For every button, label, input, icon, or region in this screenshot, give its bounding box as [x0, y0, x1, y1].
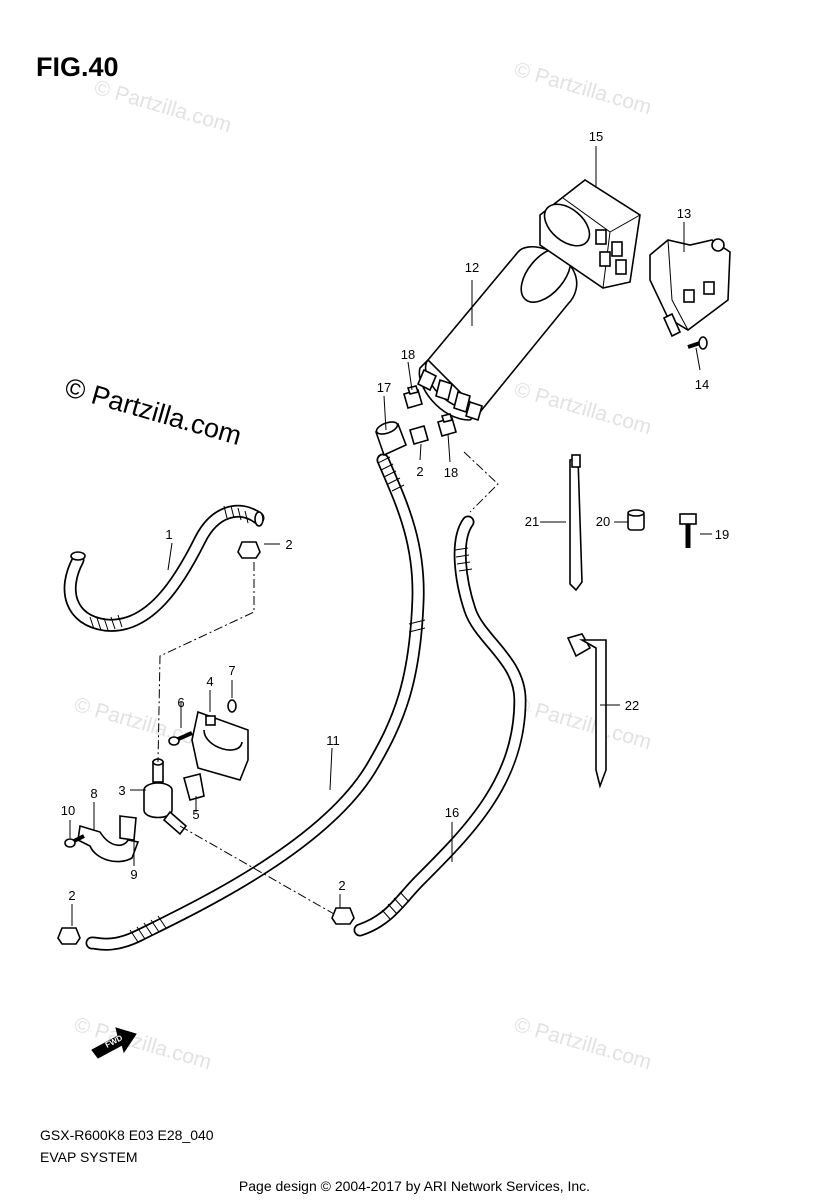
canister-cover-15[interactable]	[537, 179, 641, 289]
part-label-4: 4	[206, 674, 213, 689]
part-label-11: 11	[326, 733, 340, 748]
part-label-17: 17	[377, 380, 391, 395]
part-label-16: 16	[445, 805, 459, 820]
valve-3[interactable]	[143, 758, 188, 836]
part-label-7: 7	[228, 663, 235, 678]
hose-17[interactable]	[374, 420, 408, 457]
figure-title: FIG.40	[36, 52, 119, 82]
part-label-6: 6	[177, 695, 184, 710]
part-label-14: 14	[695, 377, 709, 392]
part-label-20: 20	[596, 514, 610, 529]
strap-21[interactable]	[569, 454, 583, 592]
part-label-5: 5	[192, 807, 199, 822]
part-label-1: 1	[165, 527, 172, 542]
bolt-10[interactable]	[64, 834, 85, 848]
clip-5[interactable]	[183, 773, 205, 801]
part-label-2: 2	[416, 464, 423, 479]
part-label-10: 10	[61, 803, 75, 818]
clamp-2-hose-1[interactable]	[237, 541, 261, 559]
band-22[interactable]	[566, 633, 607, 789]
part-label-2: 2	[285, 537, 292, 552]
clamp-2-canister[interactable]	[409, 425, 429, 445]
part-label-3: 3	[118, 783, 125, 798]
clamp-18-upper[interactable]	[403, 385, 423, 409]
part-label-2: 2	[338, 878, 345, 893]
model-code: GSX-R600K8 E03 E28_040	[40, 1127, 214, 1143]
hose-1[interactable]	[63, 504, 265, 632]
clamp-18-lower[interactable]	[437, 413, 457, 437]
hose-16[interactable]	[353, 515, 527, 937]
part-label-9: 9	[130, 867, 137, 882]
canister-12[interactable]	[416, 239, 580, 422]
part-label-18: 18	[401, 347, 415, 362]
part-label-13: 13	[677, 206, 691, 221]
bracket-13[interactable]	[649, 238, 731, 338]
part-label-12: 12	[465, 260, 479, 275]
clamp-2-lower-left[interactable]	[57, 927, 81, 945]
part-label-18: 18	[444, 465, 458, 480]
hose-11[interactable]	[85, 453, 426, 951]
bolt-14[interactable]	[687, 336, 708, 350]
part-label-22: 22	[625, 698, 639, 713]
page-footer: Page design © 2004-2017 by ARI Network S…	[238, 1178, 591, 1194]
bolt-6[interactable]	[168, 731, 193, 746]
system-name: EVAP SYSTEM	[40, 1149, 138, 1165]
bracket-8[interactable]	[77, 824, 140, 863]
part-label-19: 19	[715, 527, 729, 542]
fwd-arrow-icon	[91, 1027, 137, 1059]
bracket-4[interactable]	[191, 710, 249, 781]
part-label-15: 15	[589, 129, 603, 144]
clip-9[interactable]	[119, 815, 137, 841]
clamp-2-middle[interactable]	[331, 907, 355, 925]
part-label-8: 8	[90, 786, 97, 801]
bolt-19[interactable]	[679, 513, 697, 548]
part-label-21: 21	[525, 514, 539, 529]
washer-7[interactable]	[227, 699, 237, 713]
part-label-2: 2	[68, 888, 75, 903]
cushion-20[interactable]	[627, 509, 645, 531]
